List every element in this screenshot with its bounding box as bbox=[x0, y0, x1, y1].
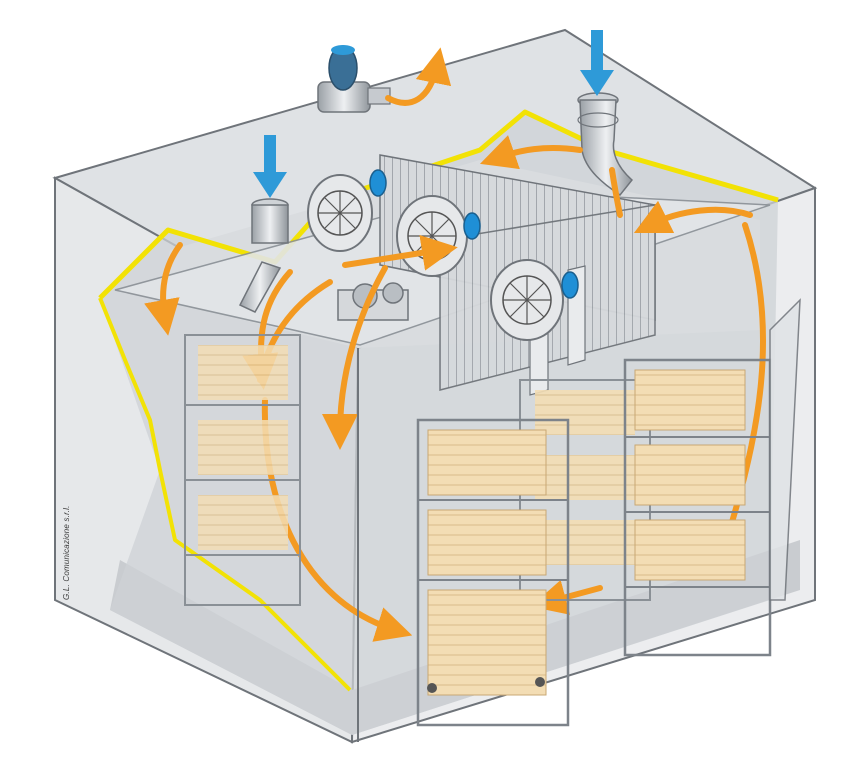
fan-icon bbox=[490, 259, 579, 341]
blower-motor-icon bbox=[317, 45, 391, 113]
air-intake-arrow-icon bbox=[580, 30, 614, 96]
cutaway-edge-left bbox=[98, 297, 352, 692]
illustrator-credit: G.L. Comunicazione s.r.l. bbox=[62, 505, 71, 600]
trolley-icon bbox=[184, 334, 301, 606]
intake-duct-left bbox=[238, 198, 289, 313]
fan-icon bbox=[307, 169, 387, 252]
air-intake-arrow-icon bbox=[253, 135, 287, 198]
trolley-icon bbox=[519, 379, 651, 601]
trolley-icon bbox=[416, 418, 570, 727]
internal-motor-unit bbox=[337, 282, 409, 321]
intake-duct-right bbox=[577, 92, 634, 197]
door-panel bbox=[769, 298, 801, 601]
